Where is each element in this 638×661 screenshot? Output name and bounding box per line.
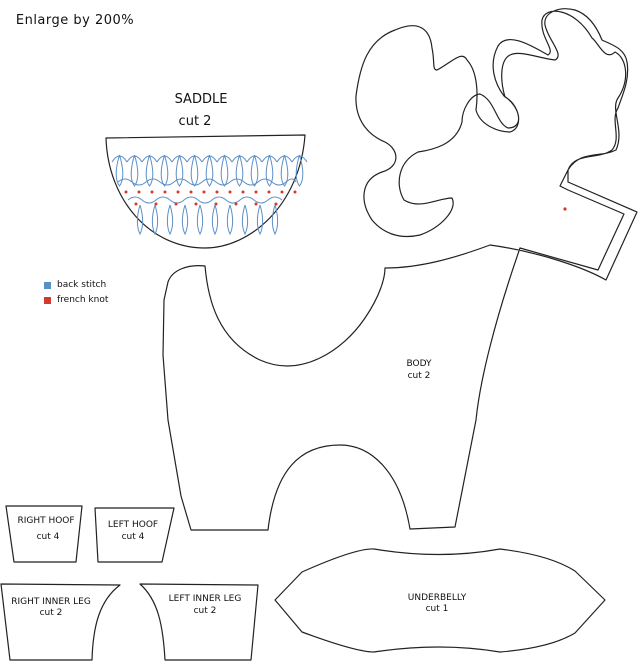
french-knot xyxy=(228,190,232,194)
saddle-count: cut 2 xyxy=(178,114,212,129)
french-knot xyxy=(174,202,178,206)
scallop-stitch xyxy=(186,155,203,163)
left-hoof-title: LEFT HOOF xyxy=(107,520,159,530)
legend-back-stitch: back stitch xyxy=(44,280,106,290)
loop-stitch xyxy=(196,204,204,236)
body-title: BODY xyxy=(406,359,432,369)
loop-stitch xyxy=(181,204,189,236)
loop-stitch xyxy=(190,154,199,187)
french-knot xyxy=(267,190,271,194)
scallop-stitch xyxy=(201,155,218,163)
french-knots xyxy=(124,190,297,206)
french-knot xyxy=(254,202,258,206)
right-hoof-title: RIGHT HOOF xyxy=(17,516,75,526)
scallop-stitch xyxy=(276,155,293,163)
eye-french-knot xyxy=(563,207,567,211)
loop-stitch xyxy=(265,154,274,187)
loop-stitch xyxy=(271,204,279,236)
loop-stitch xyxy=(166,204,174,236)
scallop-stitch xyxy=(246,155,263,163)
enlarge-note: Enlarge by 200% xyxy=(15,13,135,28)
french-knot xyxy=(150,190,154,194)
scallop-stitch xyxy=(126,155,143,163)
french-knot xyxy=(234,202,238,206)
scallop-stitch xyxy=(171,155,188,163)
loop-stitch xyxy=(280,154,289,187)
scallop-stitch xyxy=(111,155,128,163)
scallop-stitch xyxy=(141,155,158,163)
left-inner-leg-title: LEFT INNER LEG xyxy=(168,594,242,604)
loop-stitch xyxy=(256,204,264,236)
loop-stitch xyxy=(175,154,184,187)
left-hoof-outline xyxy=(94,507,175,563)
legend-french-knot: french knot xyxy=(44,295,108,305)
back-stitch-swatch xyxy=(44,281,51,289)
left-hoof-count: cut 4 xyxy=(121,532,145,542)
loop-stitch xyxy=(145,154,154,187)
saddle-title: SADDLE xyxy=(174,92,228,107)
french-knot xyxy=(202,190,206,194)
right-inner-leg-outline xyxy=(0,583,121,661)
loop-stitch xyxy=(295,154,304,187)
french-knot xyxy=(280,190,284,194)
wave-stitch xyxy=(117,178,297,186)
loop-stitch xyxy=(205,154,214,187)
saddle-embroidery xyxy=(111,154,308,236)
french-knot xyxy=(241,190,245,194)
scallop-stitch xyxy=(261,155,278,163)
loop-stitch xyxy=(115,154,124,187)
right-hoof-count: cut 4 xyxy=(36,532,60,542)
right-hoof-outline xyxy=(5,505,83,563)
loop-stitch xyxy=(226,204,234,236)
loop-stitch xyxy=(151,204,159,236)
loop-stitch xyxy=(160,154,169,187)
underbelly-count: cut 1 xyxy=(425,604,449,614)
left-inner-leg-count: cut 2 xyxy=(193,606,217,616)
loop-stitch xyxy=(136,204,144,236)
french-knot xyxy=(189,190,193,194)
loop-stitch xyxy=(235,154,244,187)
legend-label-back-stitch: back stitch xyxy=(57,280,107,290)
right-inner-leg-count: cut 2 xyxy=(39,608,63,618)
scallop-stitch xyxy=(216,155,233,163)
body-outline xyxy=(162,8,638,531)
french-knot xyxy=(214,202,218,206)
french-knot-swatch xyxy=(44,296,51,304)
loop-stitch xyxy=(130,154,139,187)
french-knot xyxy=(154,202,158,206)
saddle-outline xyxy=(105,134,306,249)
french-knot xyxy=(274,202,278,206)
loop-stitch xyxy=(220,154,229,187)
wave-stitch xyxy=(127,196,283,204)
scallop-stitch xyxy=(156,155,173,163)
french-knot xyxy=(137,190,141,194)
body-count: cut 2 xyxy=(407,371,431,381)
french-knot xyxy=(124,190,128,194)
legend-label-french-knot: french knot xyxy=(57,295,109,305)
underbelly-title: UNDERBELLY xyxy=(407,593,467,603)
french-knot xyxy=(215,190,219,194)
loop-stitch xyxy=(241,204,249,236)
french-knot xyxy=(176,190,180,194)
scallop-stitch xyxy=(291,155,308,163)
french-knot xyxy=(254,190,258,194)
left-inner-leg-outline xyxy=(139,583,259,661)
loop-stitch xyxy=(250,154,259,187)
loop-stitch xyxy=(211,204,219,236)
right-inner-leg-title: RIGHT INNER LEG xyxy=(11,597,91,607)
french-knot xyxy=(163,190,167,194)
underbelly-outline xyxy=(274,548,606,653)
french-knot xyxy=(194,202,198,206)
scallop-stitch xyxy=(231,155,248,163)
french-knot xyxy=(134,202,138,206)
french-knot xyxy=(293,190,297,194)
